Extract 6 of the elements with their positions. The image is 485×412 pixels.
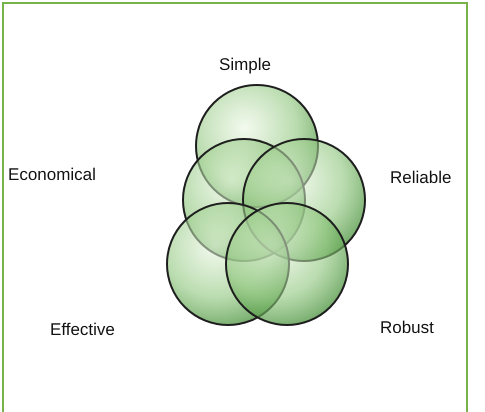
quality-label: Simple <box>219 55 271 75</box>
quality-label: Reliable <box>390 168 452 188</box>
quality-label: Economical <box>8 165 96 185</box>
quality-label: Effective <box>50 320 115 340</box>
translucent-circle <box>225 202 349 326</box>
quality-label: Robust <box>380 318 434 338</box>
